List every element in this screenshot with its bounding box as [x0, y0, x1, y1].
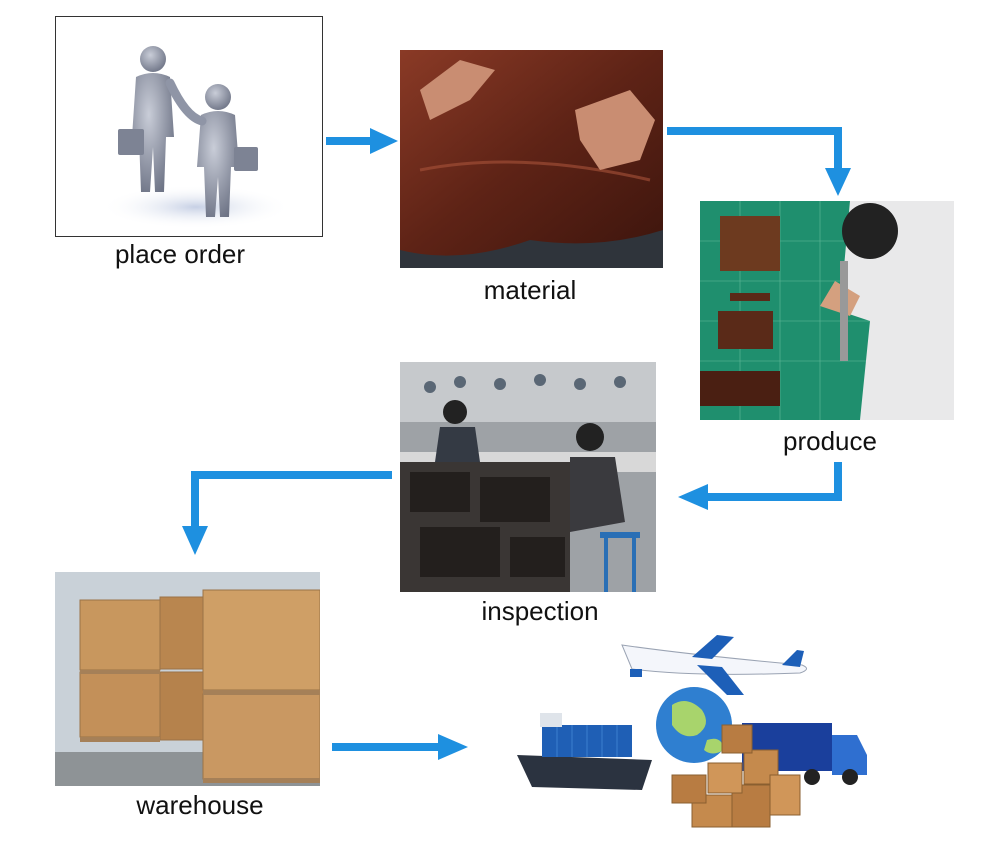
craftsman-cutting-icon [700, 201, 954, 420]
arrow-material-to-produce [667, 127, 851, 196]
material-label: material [483, 275, 577, 305]
arrow-produce-to-inspection [678, 462, 842, 510]
inspection-photo [400, 362, 656, 592]
handshake-figures-icon [101, 46, 291, 229]
warehouse-label: warehouse [136, 790, 264, 820]
produce-label: produce [783, 426, 877, 456]
place-order-photo [55, 16, 323, 237]
inspection-label: inspection [481, 596, 599, 626]
workshop-inspection-icon [400, 362, 656, 592]
arrow-inspection-to-warehouse [182, 471, 392, 555]
cardboard-crates-icon [55, 572, 320, 786]
place-order-label: place order [114, 239, 246, 269]
shipping-illustration [512, 625, 870, 837]
material-photo [400, 50, 663, 268]
produce-photo [700, 201, 954, 420]
warehouse-photo [55, 572, 320, 786]
leather-hide-icon [400, 50, 663, 268]
logistics-icon [517, 635, 867, 828]
arrow-order-to-material [326, 128, 398, 154]
arrow-warehouse-to-shipping [332, 734, 468, 760]
